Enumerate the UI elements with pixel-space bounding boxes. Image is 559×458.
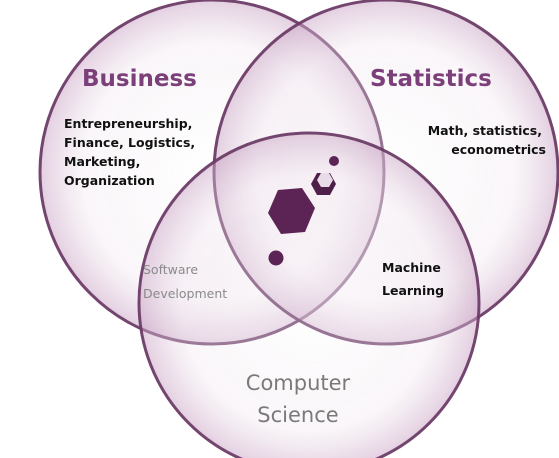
dot — [329, 156, 339, 166]
software-development-line: Development — [143, 286, 227, 301]
computer-science-line: Computer — [246, 371, 351, 395]
computer-science-title: Computer Science — [246, 371, 351, 427]
large-hexagon — [268, 188, 315, 234]
software-development-label: Software Development — [143, 262, 227, 301]
business-line: Marketing, — [64, 154, 140, 169]
business-line: Entrepreneurship, — [64, 116, 192, 131]
computer-science-circle — [137, 131, 481, 458]
statistics-line: Math, statistics, — [428, 123, 542, 138]
statistics-line: econometrics — [451, 142, 546, 157]
statistics-description: Math, statistics, econometrics — [428, 123, 546, 157]
computer-science-line: Science — [257, 403, 338, 427]
machine-learning-label: Machine Learning — [382, 260, 444, 298]
small-hexagon — [317, 173, 333, 187]
machine-learning-line: Learning — [382, 283, 444, 298]
software-development-line: Software — [143, 262, 198, 277]
business-line: Organization — [64, 173, 155, 188]
statistics-title: Statistics — [370, 66, 492, 92]
business-title: Business — [82, 66, 197, 92]
dot — [268, 250, 284, 266]
hexagon-cluster-icon — [268, 156, 339, 266]
machine-learning-line: Machine — [382, 260, 441, 275]
business-description: Entrepreneurship, Finance, Logistics, Ma… — [64, 116, 195, 188]
business-line: Finance, Logistics, — [64, 135, 195, 150]
